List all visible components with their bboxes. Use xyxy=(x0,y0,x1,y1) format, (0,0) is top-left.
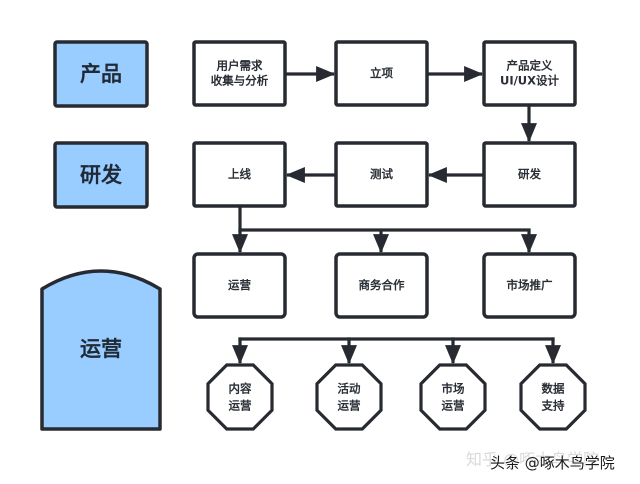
node-label-line: 内容 xyxy=(229,382,252,396)
node-label-line: 运营 xyxy=(229,399,252,413)
node-label-line: 用户需求 xyxy=(216,59,263,73)
node-label-line: 运营 xyxy=(442,399,465,413)
lane-rnd: 研发 xyxy=(53,141,149,209)
node-launch: 上线 xyxy=(192,141,287,208)
lane-product: 产品 xyxy=(53,40,149,108)
node-label-line: 产品定义 xyxy=(507,59,553,73)
node-label-line: 立项 xyxy=(370,66,393,80)
node-label-line: 商务合作 xyxy=(359,278,405,292)
box-shape xyxy=(334,40,429,107)
node-label-line: 市场 xyxy=(442,382,465,396)
box-shape xyxy=(482,40,577,107)
watermark-zhihu: 知乎 @啄木鸟学院 xyxy=(466,450,600,469)
octagon-shape xyxy=(315,363,383,431)
lane-label: 研发 xyxy=(80,163,123,187)
octagon-shape xyxy=(519,363,587,431)
node-testing: 测试 xyxy=(334,141,429,208)
node-label-line: 活动 xyxy=(338,382,361,396)
box-shape xyxy=(482,141,577,208)
node-label-line: 收集与分析 xyxy=(211,74,269,88)
lane-label: 运营 xyxy=(80,337,122,361)
node-label-line: 支持 xyxy=(541,399,565,413)
node-operation: 运营 xyxy=(192,252,287,319)
node-label-line: 市场推广 xyxy=(507,278,553,292)
box-shape xyxy=(192,141,287,208)
node-label-line: 上线 xyxy=(228,167,251,181)
node-label-line: 研发 xyxy=(518,167,541,181)
watermark-toutiao: 头条 @啄木鸟学院 xyxy=(490,454,615,472)
connectors xyxy=(232,66,561,365)
lane-label: 产品 xyxy=(80,62,122,86)
box-shape xyxy=(192,40,287,107)
lane-shape xyxy=(53,40,149,108)
node-marketing-promotion: 市场推广 xyxy=(482,252,577,319)
box-shape xyxy=(334,141,429,208)
node-label-line: UI/UX设计 xyxy=(500,74,560,88)
octagon-shape xyxy=(206,363,274,431)
node-business-cooperation: 商务合作 xyxy=(334,252,429,319)
box-shape xyxy=(334,252,429,319)
node-label-line: 运营 xyxy=(228,278,251,292)
node-development: 研发 xyxy=(482,141,577,208)
node-label-line: 测试 xyxy=(370,167,393,181)
octagon-shape xyxy=(419,363,487,431)
lane-shape xyxy=(40,269,162,431)
lane-operations: 运营 xyxy=(40,269,162,431)
node-label-line: 运营 xyxy=(338,399,361,413)
node-project-approval: 立项 xyxy=(334,40,429,107)
box-shape xyxy=(482,252,577,319)
process-nodes: 用户需求收集与分析立项产品定义UI/UX设计研发测试上线运营商务合作市场推广内容… xyxy=(192,40,587,431)
lane-shape xyxy=(53,141,149,209)
box-shape xyxy=(192,252,287,319)
node-label-line: 数据 xyxy=(542,382,565,396)
